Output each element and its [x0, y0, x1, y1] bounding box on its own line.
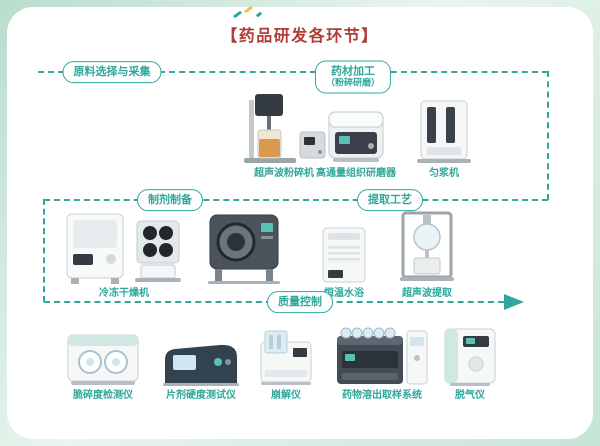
ultrasonic-crusher-image	[243, 94, 325, 163]
hardness-tester-image	[163, 344, 239, 386]
equipment-caption: 冷冻干燥机	[99, 288, 149, 299]
equipment-caption: 片剂硬度测试仪	[166, 390, 236, 401]
equipment-homogenizer: 匀浆机	[414, 96, 474, 180]
equipment-tissue-grinder: 高通量组织研磨器	[316, 104, 396, 180]
equipment-caption: 崩解仪	[271, 390, 301, 401]
ultrasonic-extraction-image	[400, 211, 454, 281]
disintegration-tester-image	[260, 330, 312, 385]
tissue-grinder-image	[328, 111, 384, 162]
equipment-caption: 超声波粉碎机	[254, 168, 314, 179]
stage-extraction: 提取工艺	[357, 189, 423, 211]
equipment-hardness-tester: 片剂硬度测试仪	[160, 340, 242, 402]
equipment-caption: 脱气仪	[455, 390, 485, 401]
equipment-caption: 超声波提取	[402, 288, 452, 299]
equipment-water-bath: 恒温水浴	[318, 224, 370, 300]
stage-quality-control: 质量控制	[267, 291, 333, 313]
flow-arrowhead	[504, 294, 524, 310]
freeze-dryer-roller-unit-image	[135, 220, 181, 282]
stage-formulation: 制剂制备	[137, 189, 203, 211]
equipment-ultrasonic-crusher: 超声波粉碎机	[235, 90, 333, 180]
equipment-caption: 匀浆机	[429, 168, 459, 179]
equipment-dissolution-system: 药物溶出取样系统	[334, 322, 430, 402]
friability-tester-image	[67, 334, 139, 385]
freeze-dryer-cabinet-image	[66, 213, 124, 284]
dissolution-system-image	[337, 327, 428, 385]
freeze-dryer-images	[64, 212, 184, 284]
equipment-degasser: 脱气仪	[440, 324, 500, 402]
degasser-image	[444, 328, 496, 386]
homogenizer-image	[417, 100, 471, 163]
page-title: 【药品研发各环节】	[221, 26, 379, 45]
equipment-caption: 高通量组织研磨器	[316, 168, 396, 179]
equipment-friability-tester: 脆碎度检测仪	[64, 328, 142, 402]
equipment-caption: 脆碎度检测仪	[73, 390, 133, 401]
stage-raw-material-selection: 原料选择与采集	[62, 61, 162, 83]
stage-material-processing: 药材加工 （粉碎研磨）	[314, 60, 392, 94]
stage-material-processing-line2: （粉碎研磨）	[325, 78, 381, 89]
equipment-disintegration-tester: 崩解仪	[256, 326, 316, 402]
equipment-freeze-dryer: 冷冻干燥机	[62, 210, 186, 300]
equipment-vacuum-chamber	[206, 208, 282, 284]
vacuum-chamber-image	[208, 214, 280, 284]
equipment-ultrasonic-extraction: 超声波提取	[398, 208, 456, 300]
water-bath-image	[322, 227, 366, 283]
stage-material-processing-line1: 药材加工	[330, 64, 375, 78]
equipment-caption: 恒温水浴	[324, 288, 364, 299]
equipment-caption: 药物溶出取样系统	[342, 390, 422, 401]
flow-line-right	[547, 71, 549, 200]
flow-line-middle	[44, 199, 548, 201]
flow-line-left	[43, 199, 45, 302]
flow-line-top	[38, 71, 548, 73]
